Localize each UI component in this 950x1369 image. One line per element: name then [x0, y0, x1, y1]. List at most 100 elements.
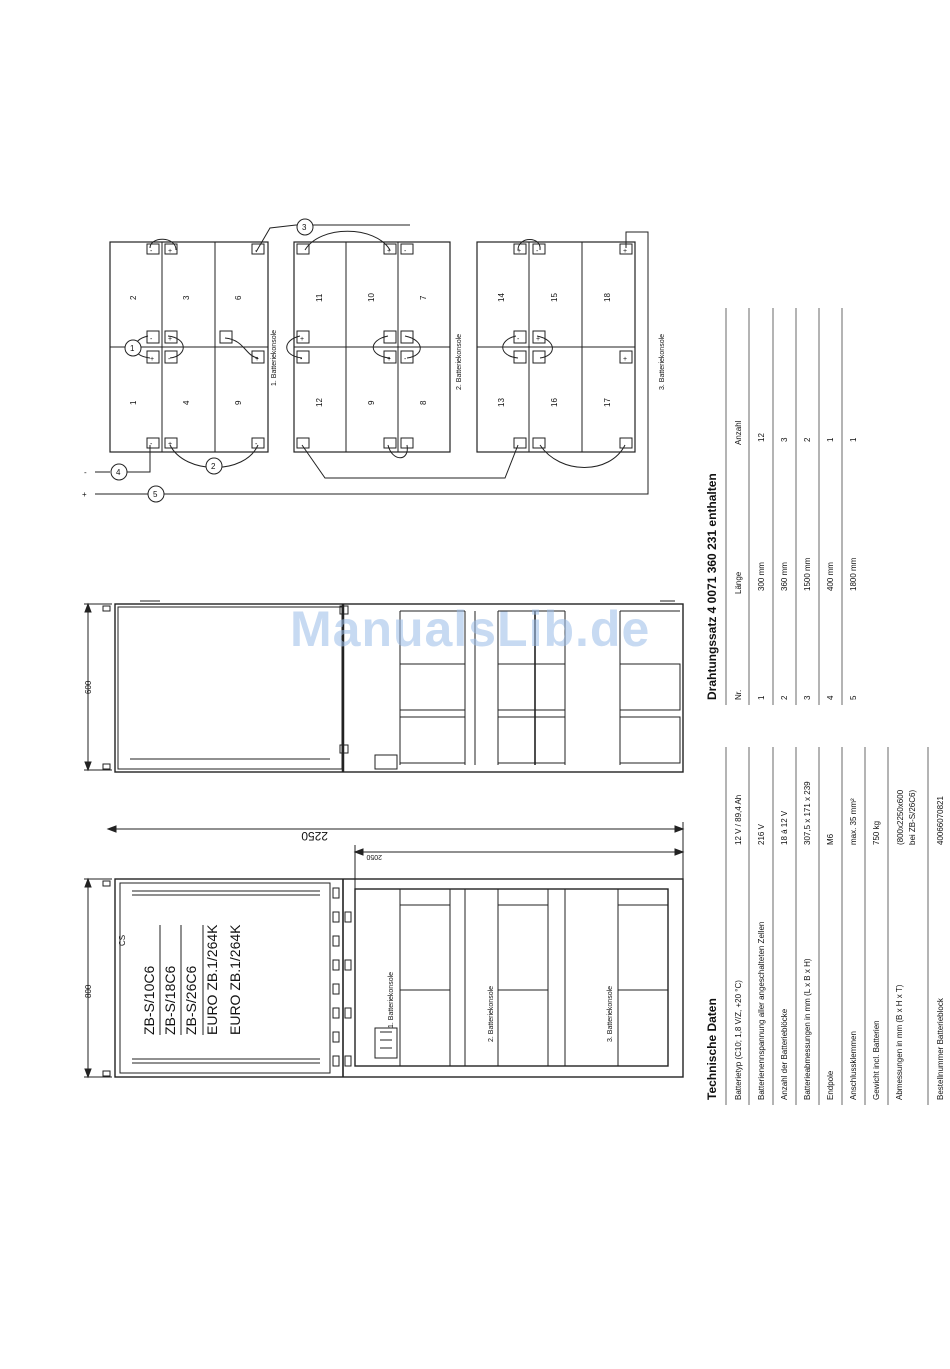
spec-value: 307,5 x 171 x 239 [803, 781, 812, 845]
callout-5: 5 [153, 490, 158, 499]
cs-label: CS [118, 935, 127, 946]
terminal-mark: - [404, 248, 407, 255]
battery-number: 17 [603, 398, 612, 407]
watermark: ManualsLib.de [290, 601, 651, 657]
drahtungssatz-title: Drahtungssatz 4 0071 360 231 enthalten [705, 473, 719, 700]
battery-number: 9 [367, 400, 376, 405]
spec-label: Bestellnummer Batterieblock [936, 997, 945, 1100]
terminal-mark: + [150, 356, 154, 363]
hinge-strip [332, 887, 352, 1067]
terminal-mark: + [387, 248, 391, 255]
callout-4: 4 [116, 468, 121, 477]
spec-value: (800x2250x600 [896, 789, 905, 845]
dimension-2050: 2050 [366, 853, 382, 860]
battery-number: 9 [234, 400, 243, 405]
battery-number: 14 [497, 293, 506, 302]
battery-number: 6 [234, 295, 243, 300]
terminal-mark: + [517, 248, 521, 255]
spec-value: M6 [826, 833, 835, 845]
front-console-label-2: 2. Batteriekonsole [488, 986, 495, 1042]
spec-label: Batterietyp (C10; 1,8 V/Z, +20 °C) [734, 980, 743, 1100]
battery-number: 2 [129, 295, 138, 300]
console-label-2: 2. Batteriekonsole [456, 334, 463, 390]
battery-number: 8 [419, 400, 428, 405]
dimension-2250: 2250 [301, 829, 328, 843]
terminal-mark: - [517, 336, 520, 343]
row-laenge: 300 mm [757, 562, 766, 591]
spec-value: 216 V [757, 823, 766, 845]
row-laenge: 360 mm [780, 562, 789, 591]
row-anzahl: 12 [757, 433, 766, 442]
front-console-label-1: 1. Batteriekonsole [388, 972, 395, 1028]
battery-number: 1 [129, 400, 138, 405]
minus-sign: - [84, 468, 87, 477]
battery-number: 15 [550, 293, 559, 302]
console-3 [476, 239, 636, 468]
spec-label: Gewicht incl. Batterien [872, 1020, 881, 1100]
battery-number: 12 [315, 398, 324, 407]
cabinet-front-view [84, 822, 685, 1079]
spec-value: 18 á 12 V [780, 810, 789, 845]
row-nr: 1 [757, 695, 766, 700]
spec-label: Batterieabmessungen in mm (L x B x H) [803, 958, 812, 1100]
model-name: ZB-S/26C6 [183, 966, 199, 1035]
row-laenge: 400 mm [826, 562, 835, 591]
battery-number: 16 [550, 398, 559, 407]
terminal-mark: + [255, 356, 259, 363]
row-anzahl: 3 [780, 437, 789, 442]
battery-number: 10 [367, 293, 376, 302]
battery-number: 11 [315, 293, 324, 302]
terminal-mark: + [168, 248, 172, 255]
terminal-mark: + [168, 336, 172, 343]
battery-number: 18 [603, 293, 612, 302]
row-laenge: 1500 mm [803, 557, 812, 591]
console-label-1: 1. Batteriekonsole [271, 330, 278, 386]
spec-value: max. 35 mm² [849, 798, 858, 845]
console-label-3: 3. Batteriekonsole [659, 334, 666, 390]
model-name: ZB-S/18C6 [162, 966, 178, 1035]
cabinet-front-labels: 800 2250 2050 CS ZB-S/10C6 ZB-S/18C6 ZB-… [84, 829, 614, 1042]
model-name: ZB-S/10C6 [141, 966, 157, 1035]
row-laenge: 1800 mm [849, 557, 858, 591]
spec-label: Anzahl der Batterieblöcke [780, 1008, 789, 1100]
spec-value: 12 V / 89,4 Ah [734, 795, 743, 845]
console-2 [286, 230, 451, 459]
row-anzahl: 1 [826, 437, 835, 442]
dimension-800: 800 [84, 984, 93, 998]
terminal-mark: - [150, 336, 153, 343]
wiring-diagram [95, 218, 649, 503]
technische-daten-title: Technische Daten [705, 998, 719, 1100]
plus-sign: + [82, 490, 87, 499]
battery-number: 3 [182, 295, 191, 300]
callout-2: 2 [211, 462, 216, 471]
terminal-mark: - [168, 356, 171, 363]
header-laenge: Länge [734, 571, 743, 594]
terminal-mark: + [300, 336, 304, 343]
callout-3: 3 [302, 223, 307, 232]
battery-number: 4 [182, 400, 191, 405]
header-nr: Nr. [734, 690, 743, 700]
front-console-label-3: 3. Batteriekonsole [607, 986, 614, 1042]
terminal-mark: + [623, 356, 627, 363]
terminal-mark: + [536, 336, 540, 343]
cabinet-side-view [84, 600, 684, 773]
terminal-mark: + [168, 441, 172, 448]
spec-label: Anschlussklemmen [849, 1031, 858, 1100]
row-anzahl: 2 [803, 437, 812, 442]
row-nr: 2 [780, 695, 789, 700]
row-nr: 5 [849, 695, 858, 700]
spec-label: Abmessungen in mm (B x H x T) [895, 984, 904, 1100]
terminal-mark: + [623, 248, 627, 255]
terminal-mark: - [536, 248, 539, 255]
header-anzahl: Anzahl [734, 420, 743, 445]
wiring-labels: 1 2 3 4 5 - + - + - - + + - + - + - + - … [82, 223, 666, 499]
technische-daten-table: Technische Daten Batterietyp (C10; 1,8 V… [705, 747, 945, 1105]
drahtungssatz-table: Drahtungssatz 4 0071 360 231 enthalten N… [705, 308, 858, 705]
model-name: EURO ZB.1/264K [227, 924, 243, 1035]
terminal-mark: + [387, 356, 391, 363]
dimension-600: 600 [84, 680, 93, 694]
terminal-mark: - [255, 248, 258, 255]
spec-label: Batterienennspannung aller angeschaltete… [757, 922, 766, 1100]
terminal-mark: - [150, 248, 153, 255]
